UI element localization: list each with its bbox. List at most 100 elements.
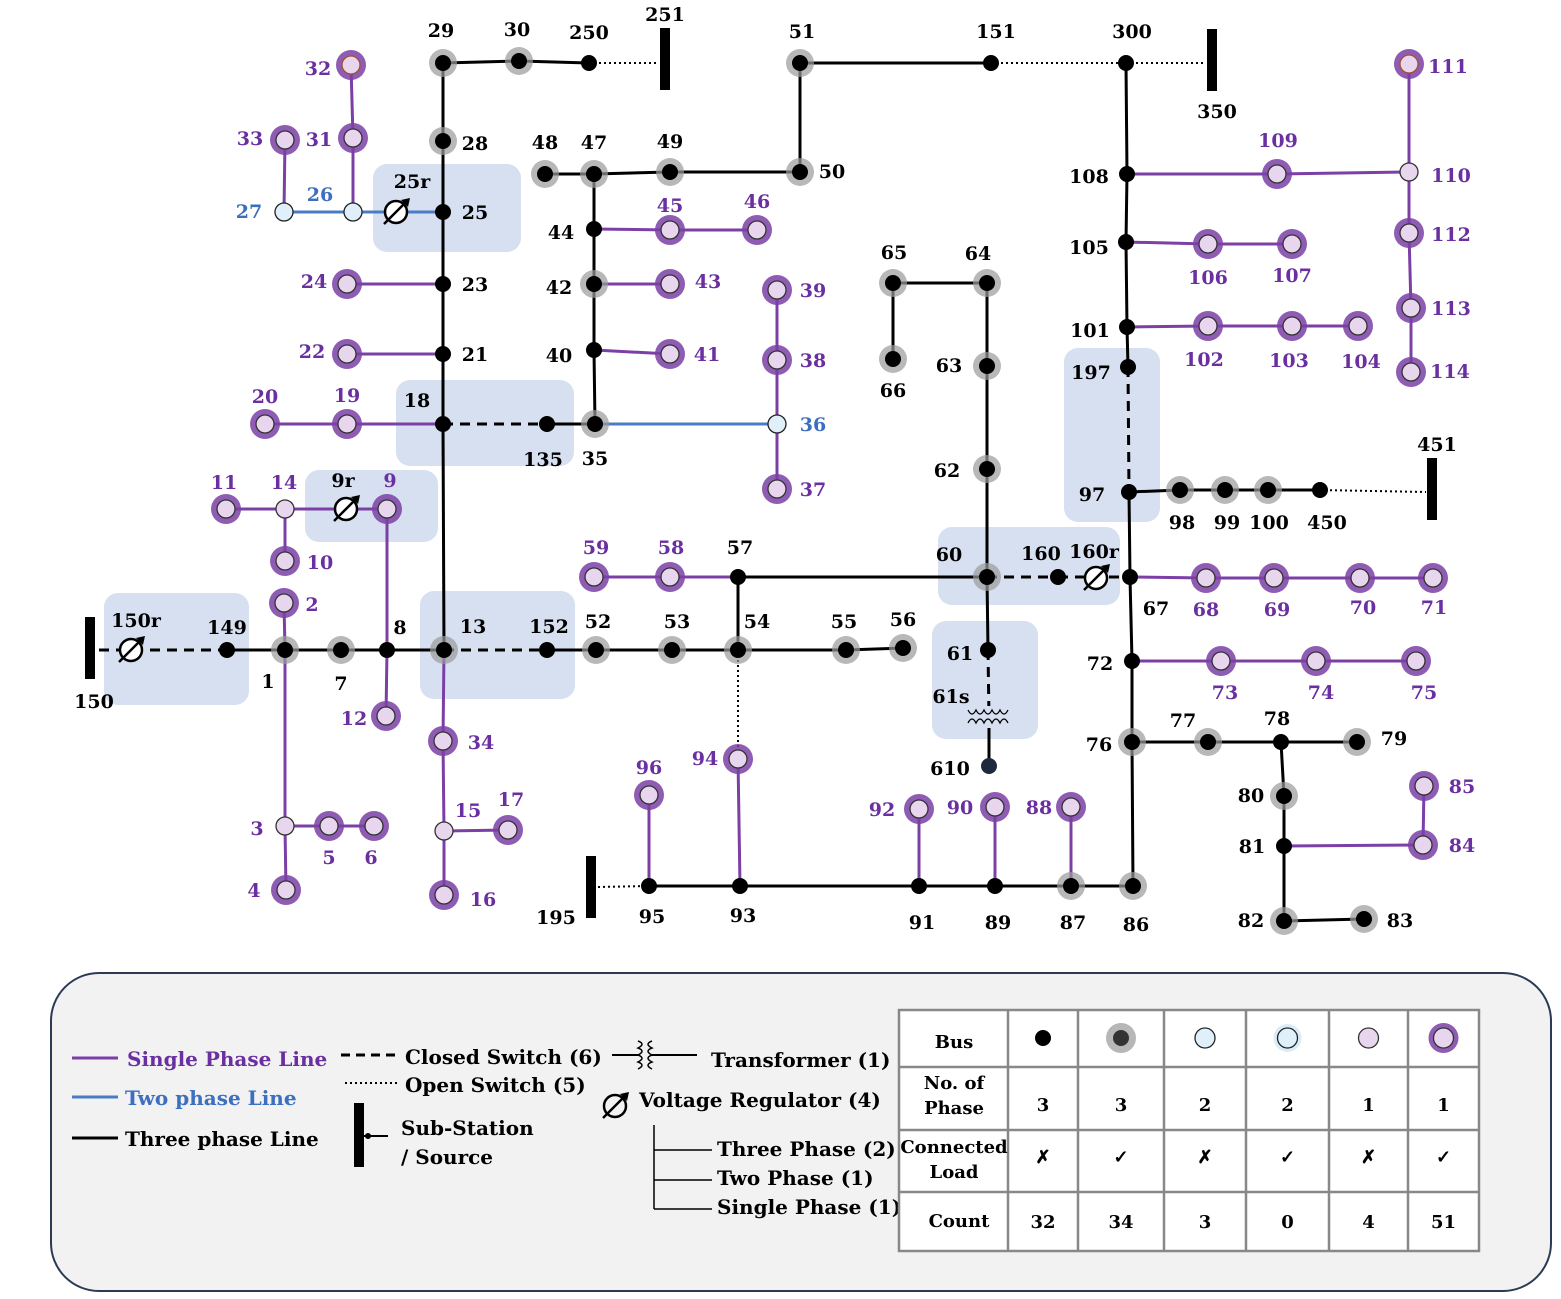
bus-72 — [1124, 653, 1140, 669]
bus-label: 20 — [252, 386, 278, 408]
table-phase-cell: 3 — [1115, 1095, 1128, 1116]
bus-25 — [435, 204, 451, 220]
bus-label: 8 — [393, 617, 406, 639]
bus-3 — [275, 816, 295, 836]
bus-8 — [379, 642, 395, 658]
bus-label: 112 — [1431, 224, 1471, 246]
line-300-108 — [1124, 62, 1129, 175]
bus-label: 99 — [1214, 512, 1240, 534]
bus-label: 76 — [1086, 734, 1112, 756]
bus-label: 16 — [470, 889, 496, 911]
bus-label: 47 — [581, 132, 607, 154]
bus-label: 43 — [695, 271, 721, 293]
substation-label: 251 — [645, 4, 685, 26]
bus-44 — [586, 221, 602, 237]
bus-41 — [655, 339, 685, 369]
bus-450 — [1312, 482, 1328, 498]
bus-label: 104 — [1341, 351, 1381, 373]
bus-label: 66 — [880, 380, 906, 402]
bus-label: 33 — [237, 128, 263, 150]
table-load-cell: ✓ — [1436, 1147, 1451, 1168]
bus-114 — [1396, 357, 1426, 387]
bus-21 — [435, 346, 451, 362]
bus-11 — [211, 494, 241, 524]
bus-112 — [1394, 218, 1424, 248]
substation-350 — [1207, 29, 1217, 91]
bus-label: 10 — [307, 552, 333, 574]
regulator-zone — [1064, 348, 1160, 522]
bus-label: 90 — [947, 797, 973, 819]
bus-54 — [724, 636, 752, 664]
bus-label: 69 — [1264, 599, 1290, 621]
bus-35 — [581, 410, 609, 438]
bus-label: 59 — [583, 537, 609, 559]
bus-92 — [904, 794, 934, 824]
bus-label: 70 — [1350, 597, 1376, 619]
bus-label: 18 — [404, 390, 430, 412]
bus-79 — [1343, 728, 1371, 756]
bus-label: 11 — [211, 472, 237, 494]
bus-45 — [655, 215, 685, 245]
regulator-zone — [938, 527, 1120, 605]
bus-label: 60 — [936, 544, 962, 566]
substation-label: 451 — [1417, 434, 1457, 456]
bus-73 — [1206, 646, 1236, 676]
transformer-icon — [612, 1040, 697, 1070]
table-count-cell: 32 — [1030, 1212, 1055, 1233]
bus-label: 13 — [460, 616, 486, 638]
bus-135 — [539, 416, 555, 432]
bus-label: 21 — [462, 344, 488, 366]
bus-16 — [429, 880, 459, 910]
voltage-regulator-160r — [1083, 564, 1110, 591]
bus-58 — [655, 562, 685, 592]
bus-103 — [1277, 311, 1307, 341]
bus-197 — [1120, 359, 1136, 375]
bus-label: 42 — [546, 277, 572, 299]
bus-label: 44 — [548, 222, 574, 244]
bus-97 — [1121, 484, 1137, 500]
bus-20 — [250, 409, 280, 439]
bus-42 — [580, 270, 608, 298]
line-81-84 — [1283, 843, 1424, 848]
bus-label: 4 — [247, 880, 260, 902]
regulator-label: 9r — [331, 470, 355, 492]
bus-93 — [732, 878, 748, 894]
bus-label: 6 — [364, 847, 377, 869]
line-94-93 — [736, 758, 742, 887]
bus-label: 83 — [1387, 910, 1413, 932]
table-bus-symbol — [1194, 1027, 1216, 1049]
bus-74 — [1301, 646, 1331, 676]
bus-label: 72 — [1087, 653, 1113, 675]
regulator-zone — [305, 470, 438, 542]
bus-label: 101 — [1070, 320, 1110, 342]
table-load-cell: ✗ — [1197, 1147, 1212, 1168]
bus-label: 105 — [1069, 237, 1109, 259]
legend-reg-single-phase: Single Phase (1) — [717, 1195, 901, 1219]
bus-label: 300 — [1112, 21, 1152, 43]
bus-label: 31 — [306, 129, 332, 151]
bus-64 — [973, 269, 1001, 297]
substation-icon — [354, 1103, 388, 1167]
bus-105 — [1118, 234, 1134, 250]
bus-37 — [762, 474, 792, 504]
bus-label: 79 — [1381, 728, 1407, 750]
table-phase-cell: 3 — [1037, 1095, 1050, 1116]
bus-label: 19 — [334, 385, 360, 407]
voltage-regulator-9r — [333, 495, 360, 522]
bus-26 — [343, 202, 363, 222]
voltage-regulator-icon — [602, 1092, 629, 1119]
line-67-72 — [1128, 576, 1134, 662]
bus-53 — [658, 636, 686, 664]
bus-60 — [973, 563, 1001, 591]
bus-15 — [434, 821, 454, 841]
bus-78 — [1273, 734, 1289, 750]
bus-24 — [332, 269, 362, 299]
bus-label: 22 — [299, 341, 325, 363]
bus-88 — [1056, 792, 1086, 822]
bus-90 — [980, 792, 1010, 822]
bus-label: 85 — [1449, 776, 1475, 798]
table-bus-symbol — [1106, 1023, 1136, 1053]
table-load-cell: ✓ — [1113, 1147, 1128, 1168]
substation-label: 195 — [536, 907, 576, 929]
table-phase-cell: 2 — [1281, 1095, 1294, 1116]
